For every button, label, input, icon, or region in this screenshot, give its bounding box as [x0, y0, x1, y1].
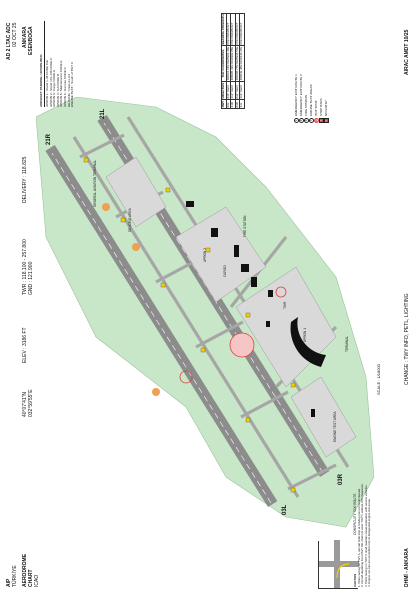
building	[241, 264, 249, 272]
note-line: 4. Engine run-ups are permitted only at …	[367, 498, 371, 587]
table-row: 21L 212° GEO 400849.48N 0330140.37E PCN …	[239, 13, 245, 109]
taxiway-sign	[165, 187, 171, 193]
inset-taxi-route	[319, 540, 359, 588]
apron-table-title: AIRCRAFT PARKING / APRON INFO	[39, 21, 46, 107]
building	[251, 277, 257, 287]
runway-labels: 03L 21R 03R 21L	[46, 108, 344, 515]
legend: 1 EMERGENCY EXIT ROUTE 1 2 EMERGENCY EXI…	[294, 25, 329, 123]
header-left: AIP TÜRKİYE	[6, 565, 18, 587]
buildings	[186, 201, 326, 417]
footer-publisher: DHMİ - ANKARA	[404, 548, 410, 587]
building	[266, 321, 270, 327]
aerodrome-map: 03L 21R 03R 21L TERMINAL GENERAL AVIATIO…	[36, 97, 374, 528]
general-aviation-label: GENERAL AVIATION TERMINAL	[93, 160, 97, 207]
deicing-label: DE-ICING AREA	[128, 207, 132, 232]
runway-data-table: RWY DIRECTION THR COORDINATES BEARING ST…	[221, 13, 245, 109]
table-cell: 21L	[239, 99, 245, 109]
elevation-label: ELEV : 3186 FT	[22, 327, 28, 363]
terminal-label: TERMINAL	[345, 336, 349, 352]
table-cell: PCN 80/R/B/W/T	[239, 13, 245, 46]
coordinates-block: 40°07'41"N 032°59'55"E	[22, 389, 34, 417]
taxiway-sign	[290, 382, 296, 388]
deicing-markers	[102, 203, 160, 396]
taxiway-sign	[200, 347, 206, 353]
building	[234, 245, 239, 257]
runway-label-03l: 03L	[282, 504, 288, 515]
cargo-label: CARGO	[223, 265, 227, 277]
runway-label-03r: 03R	[338, 473, 344, 485]
runway-label-21r: 21R	[46, 133, 52, 145]
taxiway-sign	[290, 487, 296, 493]
scale-label: SCALE : 1/18000	[376, 364, 381, 395]
country-label: TÜRKİYE	[12, 565, 18, 587]
taxiway-sign	[120, 217, 126, 223]
hotspot-markers	[179, 286, 287, 384]
runway-label-21l: 21L	[100, 108, 106, 119]
footer-right: AIRAC AMDT 10/25	[404, 30, 410, 75]
elevation-block: ELEV : 3186 FT	[22, 327, 28, 363]
taxiway-sign	[83, 157, 89, 163]
fire-station-label: FIRE STATION	[243, 215, 247, 237]
legend-label: NO ENTRY	[324, 100, 328, 116]
deicing-pad	[132, 243, 140, 251]
inset-diagram	[318, 540, 359, 589]
delivery-block: DELIVERY : 118.825	[22, 157, 28, 203]
gnd-frequency: GND : 121.900	[28, 261, 34, 295]
hotspot	[179, 370, 193, 384]
apron-row: ENGINE TEST : South of TWY K	[71, 62, 75, 107]
tower-label: TWR	[283, 301, 287, 309]
terminal-building	[290, 317, 326, 367]
header-right: AD 2 LTAC ADC 02 OCT 25	[6, 23, 18, 60]
apron-1-label: APRON 1	[303, 328, 307, 342]
taxiway-sign	[205, 247, 211, 253]
taxiway-sign	[245, 417, 251, 423]
taxiway-sign	[245, 312, 251, 318]
chart-title-block: AERODROME CHART ICAO	[22, 554, 40, 587]
building	[186, 201, 194, 207]
apron-2-label: APRON 2	[203, 248, 207, 262]
building	[268, 290, 273, 297]
runway-03l-21r	[45, 144, 278, 507]
footer-change-text: CHANGE : TWY INFO, PETL, LIGHTING	[404, 293, 410, 386]
apron-info-table: AIRCRAFT PARKING / APRON INFO APRON 1 : …	[39, 21, 75, 107]
page-date: 02 OCT 25	[12, 22, 18, 47]
chart-title-3: ICAO	[34, 574, 40, 587]
deicing-pad	[102, 203, 110, 211]
delivery-frequency: DELIVERY : 118.825	[22, 156, 28, 203]
airport-name: ESENBOĞA	[28, 26, 34, 55]
table-cell: 212° GEO	[239, 81, 245, 100]
taxiway-sign	[160, 282, 166, 288]
airport-block: ANKARA ESENBOĞA	[22, 26, 34, 55]
taxiway-signs	[83, 157, 296, 493]
engine-test-label: ENGINE TEST AREA	[333, 411, 337, 442]
no-entry-icon: R	[324, 118, 329, 123]
footer-change: CHANGE : TWY INFO, PETL, LIGHTING	[404, 294, 410, 386]
caution-notes: CAUTION 1. When taxiing on TWY A, aircra…	[353, 397, 372, 587]
area-labels: TERMINAL GENERAL AVIATION TERMINAL CARGO…	[93, 160, 349, 442]
table-cell: 400849.48N 0330140.37E	[239, 45, 245, 82]
coord-lon: 032°59'55"E	[28, 389, 34, 417]
building	[311, 409, 315, 417]
footer-amendment: AIRAC AMDT 10/25	[404, 29, 410, 75]
hotspot	[275, 286, 287, 298]
hotspot	[229, 332, 255, 358]
building	[211, 228, 218, 237]
deicing-pad	[152, 388, 160, 396]
frequency-block: TWR : 118.100 - 257.800 GND : 121.900	[22, 239, 34, 295]
footer-left: DHMİ - ANKARA	[404, 548, 410, 587]
legend-item: R NO ENTRY	[324, 25, 329, 123]
